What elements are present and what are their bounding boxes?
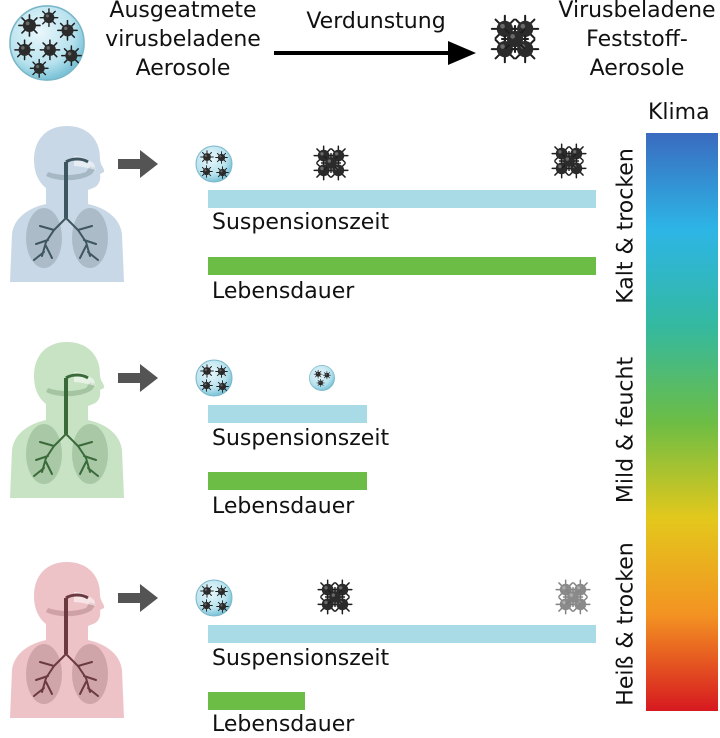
droplet-icon bbox=[194, 358, 234, 398]
solid-title-line-1: Virusbeladene bbox=[558, 0, 716, 23]
solid-title-line-3: Aerosole bbox=[589, 56, 685, 81]
suspension-time-label: Suspensionszeit bbox=[212, 646, 390, 671]
suspension-time-label: Suspensionszeit bbox=[212, 426, 390, 451]
suspension-time-bar bbox=[208, 625, 596, 643]
lifetime-bar bbox=[208, 692, 305, 710]
human-respiratory-figure bbox=[10, 342, 124, 498]
lifetime-bar bbox=[208, 472, 367, 490]
solid-aerosol-icon bbox=[314, 576, 356, 618]
scenario-mild-humid: Suspensionszeit Lebensdauer bbox=[0, 336, 610, 536]
human-respiratory-figure bbox=[10, 126, 124, 282]
lifetime-label: Lebensdauer bbox=[212, 712, 355, 737]
suspension-time-bar bbox=[208, 405, 367, 423]
suspension-time-bar bbox=[208, 190, 596, 208]
climate-gradient-bar bbox=[646, 133, 718, 711]
exhaled-title-line-2: virusbeladene bbox=[105, 27, 261, 52]
small-droplet-icon bbox=[308, 364, 336, 392]
scenario-cold-dry: Suspensionszeit Lebensdauer bbox=[0, 120, 610, 320]
solid-aerosols-title: Virusbeladene Feststoff- Aerosole bbox=[548, 0, 720, 83]
climate-scale-title: Klima bbox=[648, 100, 710, 125]
evaporation-label: Verdunstung bbox=[306, 9, 446, 34]
human-respiratory-figure bbox=[10, 562, 124, 718]
exhale-arrow-icon bbox=[118, 584, 158, 612]
solid-aerosol-icon bbox=[310, 142, 352, 184]
exhale-arrow-icon bbox=[118, 364, 158, 392]
evaporation-arrow bbox=[274, 41, 476, 65]
solid-aerosol-icon bbox=[486, 10, 544, 68]
climate-label-mild-humid: Mild & feucht bbox=[613, 356, 639, 504]
lifetime-label: Lebensdauer bbox=[212, 279, 355, 304]
droplet-icon bbox=[194, 578, 234, 618]
exhaled-title-line-3: Aerosole bbox=[135, 56, 231, 81]
exhaled-droplet-icon bbox=[9, 5, 85, 81]
lifetime-label: Lebensdauer bbox=[212, 494, 355, 519]
climate-label-hot-dry: Heiß & trocken bbox=[613, 542, 639, 706]
exhaled-title-line-1: Ausgeatmete bbox=[109, 0, 257, 23]
exhale-arrow-icon bbox=[118, 150, 158, 178]
lifetime-bar bbox=[208, 257, 596, 275]
droplet-icon bbox=[194, 144, 234, 184]
scenario-hot-dry: Suspensionszeit Lebensdauer bbox=[0, 556, 610, 737]
solid-aerosol-icon bbox=[548, 140, 590, 182]
degraded-aerosol-icon bbox=[552, 576, 594, 618]
exhaled-aerosols-title: Ausgeatmete virusbeladene Aerosole bbox=[96, 0, 270, 83]
climate-label-cold-dry: Kalt & trocken bbox=[613, 148, 639, 304]
solid-title-line-2: Feststoff- bbox=[586, 27, 688, 52]
suspension-time-label: Suspensionszeit bbox=[212, 210, 390, 235]
